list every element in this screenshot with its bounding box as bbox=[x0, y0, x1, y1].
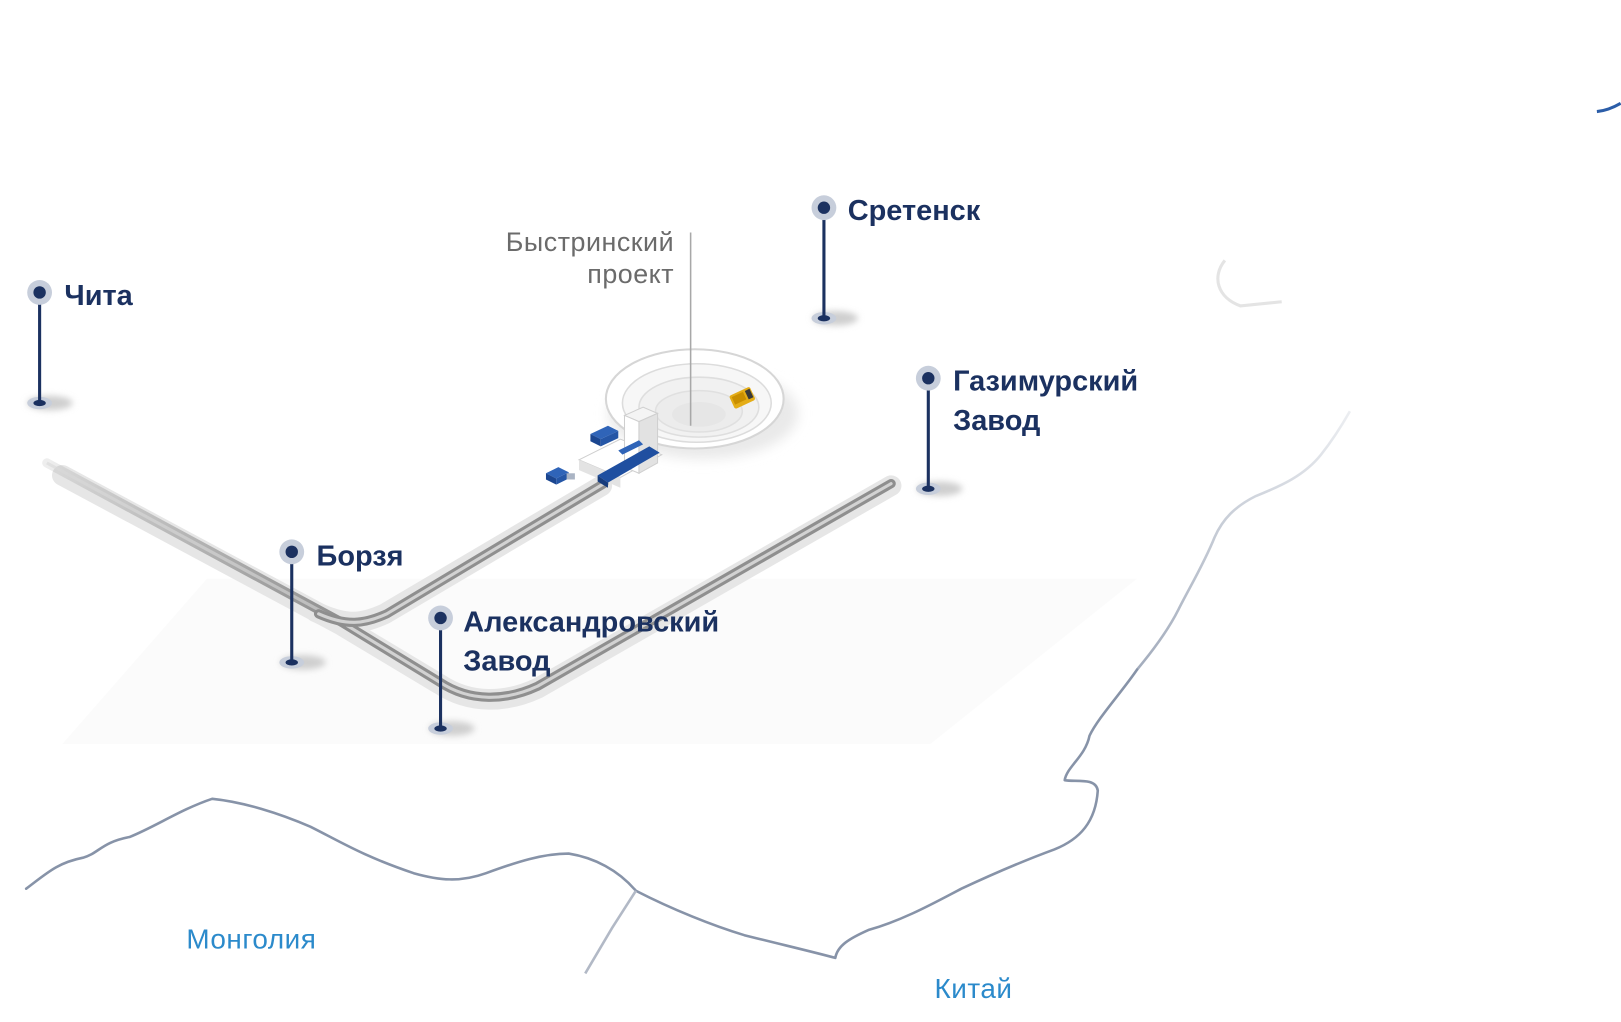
city-label-chita: Чита bbox=[64, 280, 133, 312]
map-pin-icon bbox=[428, 605, 453, 631]
project-label-line-1: Быстринский bbox=[506, 227, 674, 257]
city-pin-sretensk: Сретенск bbox=[811, 195, 981, 326]
country-label-china: Китай bbox=[935, 973, 1013, 1004]
border-russia-mongolia-china bbox=[24, 668, 1139, 960]
border-russia-china-north bbox=[1136, 410, 1352, 671]
city-label-gazimursky-line-1: Газимурский bbox=[953, 366, 1138, 398]
city-label-borzya: Борзя bbox=[317, 540, 404, 572]
city-label-gazimursky-line-2: Завод bbox=[953, 405, 1040, 437]
city-label-sretensk: Сретенск bbox=[848, 195, 981, 227]
map-pin-icon bbox=[811, 195, 837, 221]
terrain-shading bbox=[62, 101, 1621, 745]
dump-truck-icon bbox=[729, 387, 755, 409]
city-pin-borzya: Борзя bbox=[279, 539, 404, 670]
map-pin-icon bbox=[915, 365, 941, 391]
city-label-aleksandrovsky-line-1: Александровский bbox=[463, 606, 719, 638]
map-pin-icon bbox=[27, 280, 53, 305]
project-callout: Быстринский проект bbox=[506, 227, 692, 426]
city-pin-chita: Чита bbox=[27, 280, 134, 411]
city-pin-aleksandrovsky-zavod: Александровский Завод bbox=[428, 605, 719, 736]
city-label-aleksandrovsky-line-2: Завод bbox=[463, 646, 550, 678]
mining-site bbox=[545, 348, 799, 488]
country-label-mongolia: Монголия bbox=[186, 924, 316, 955]
processing-plant bbox=[545, 406, 663, 488]
project-label-line-2: проект bbox=[587, 259, 674, 289]
city-pin-gazimursky-zavod: Газимурский Завод bbox=[915, 365, 1138, 497]
border-mongolia-china bbox=[584, 890, 637, 975]
state-borders bbox=[24, 410, 1352, 975]
map-pin-icon bbox=[279, 539, 305, 565]
